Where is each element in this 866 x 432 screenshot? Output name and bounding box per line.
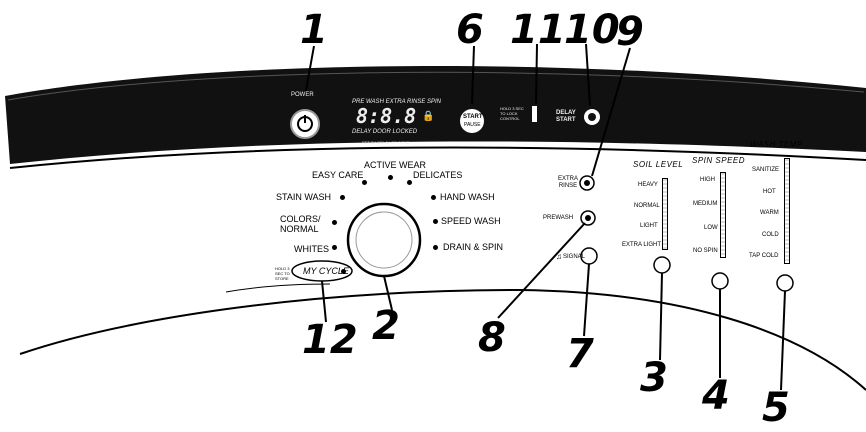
- power-button[interactable]: [291, 110, 319, 138]
- callout-delay-start: 10: [564, 7, 620, 53]
- spin-speed-high: HIGH: [700, 177, 715, 183]
- lock-icon: 🔒: [422, 111, 435, 122]
- my-cycle-hint: HOLD 3 SEC TO STORE: [275, 266, 290, 281]
- callout-spin-speed: 4: [702, 373, 730, 419]
- cycle-indicator: [362, 180, 367, 185]
- power-label: POWER: [291, 92, 314, 98]
- extra-rinse-button[interactable]: [580, 176, 594, 190]
- start-label: START: [463, 114, 483, 120]
- prewash-label: PREWASH: [543, 215, 574, 221]
- cycle-drain-spin: DRAIN & SPIN: [443, 242, 504, 252]
- wash-temp-title: WASH TEMP: [750, 140, 803, 149]
- delay-start-button[interactable]: [584, 109, 600, 125]
- display-bottom-labels: DELAY DOOR LOCKED: [352, 129, 418, 135]
- lock-control-text: HOLD 3 SEC TO LOCK CONTROL: [500, 106, 524, 121]
- soil-level-heavy: HEAVY: [638, 182, 658, 188]
- cycle-indicator: [340, 195, 345, 200]
- soil-level-bar: [662, 178, 668, 250]
- cycle-easy-care: EASY CARE: [312, 170, 364, 180]
- cycle-hand-wash: HAND WASH: [440, 192, 495, 202]
- display-small-text: SET BY DELAY OR DONE: [362, 140, 410, 145]
- cycle-delicates: DELICATES: [413, 170, 463, 180]
- wash-temp-cold: COLD: [762, 232, 779, 238]
- soil-level-title: SOIL LEVEL: [633, 160, 684, 169]
- spin-speed-medium: MEDIUM: [693, 201, 718, 207]
- callout-wash-temp: 5: [762, 385, 790, 431]
- wash-temp-warm: WARM: [760, 210, 779, 216]
- wash-temp-hot: HOT: [763, 189, 776, 195]
- cycle-colors-normal: COLORS/ NORMAL: [280, 214, 321, 234]
- wash-temp-tap-cold: TAP COLD: [749, 253, 779, 259]
- cycle-indicator: [431, 195, 436, 200]
- display-top-labels: PRE WASH EXTRA RINSE SPIN: [352, 99, 442, 105]
- spin-speed-no-spin: NO SPIN: [693, 248, 718, 254]
- delay-start-label: DELAY START: [556, 110, 576, 123]
- start-pause-button[interactable]: [460, 109, 484, 133]
- callout-power: 1: [300, 7, 328, 53]
- cycle-selector-knob[interactable]: [348, 204, 420, 276]
- callout-cycle-selector: 2: [372, 303, 400, 349]
- my-cycle-button[interactable]: [292, 261, 352, 281]
- signal-label: SIGNAL: [563, 254, 586, 260]
- signal-button[interactable]: [581, 248, 597, 264]
- spin-speed-title: SPIN SPEED: [692, 156, 746, 165]
- soil-level-button[interactable]: [654, 257, 670, 273]
- spin-speed-low: LOW: [704, 225, 718, 231]
- pause-label: PAUSE: [464, 122, 481, 128]
- my-cycle-indicator: [341, 269, 346, 274]
- prewash-button[interactable]: [581, 211, 595, 225]
- extra-rinse-label: EXTRA RINSE: [557, 176, 578, 189]
- wash-temp-sanitize: SANITIZE: [752, 167, 780, 173]
- cycle-indicator: [332, 220, 337, 225]
- cycle-indicator: [388, 175, 393, 180]
- callout-soil-level: 3: [640, 355, 668, 401]
- lock-control-indicator: [530, 104, 539, 124]
- callout-start-pause: 6: [456, 7, 484, 53]
- callout-prewash: 8: [478, 315, 506, 361]
- cycle-stain-wash: STAIN WASH: [276, 192, 332, 202]
- spin-speed-button[interactable]: [712, 273, 728, 289]
- soil-level-extra-light: EXTRA LIGHT: [622, 242, 662, 248]
- wash-temp-button[interactable]: [777, 275, 793, 291]
- cycle-indicator: [433, 245, 438, 250]
- signal-icon: ♫: [556, 252, 562, 261]
- my-cycle-label: MY CYCLE: [303, 266, 349, 276]
- cycle-indicator: [407, 180, 412, 185]
- spin-speed-bar: [720, 172, 726, 258]
- callout-signal: 7: [566, 331, 594, 377]
- top-console: [5, 65, 866, 164]
- soil-level-light: LIGHT: [640, 223, 658, 229]
- display-digits: 8:8.8: [356, 104, 417, 128]
- callout-extra-rinse: 9: [616, 9, 644, 55]
- cycle-indicator: [433, 219, 438, 224]
- cycle-speed-wash: SPEED WASH: [441, 216, 501, 226]
- cycle-whites: WHITES: [294, 244, 329, 254]
- callout-lock: 11: [510, 7, 566, 53]
- soil-level-normal: NORMAL: [634, 203, 660, 209]
- wash-temp-bar: [784, 158, 790, 264]
- callout-my-cycle: 12: [302, 317, 358, 363]
- cycle-indicator: [332, 245, 337, 250]
- cycle-active-wear: ACTIVE WEAR: [364, 160, 427, 170]
